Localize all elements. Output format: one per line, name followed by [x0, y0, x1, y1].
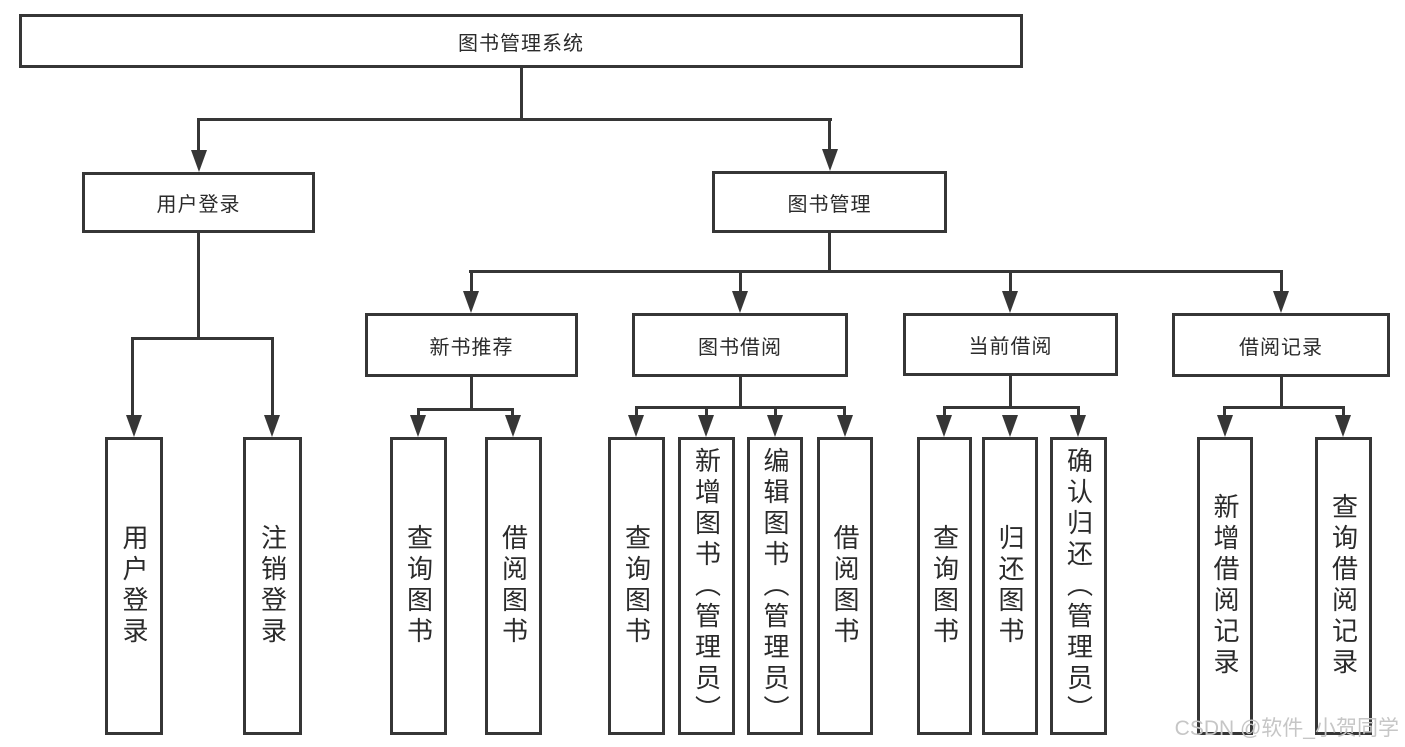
connector-segment — [739, 270, 742, 293]
leaf-query-books-borrowing: 查询图书 — [608, 437, 665, 735]
leaf-return-book-label: 归还图书 — [995, 524, 1025, 648]
leaf-borrow-books-borrowing-label: 借阅图书 — [830, 524, 860, 648]
arrow-down-icon — [1217, 415, 1233, 437]
leaf-user-login-label: 用户登录 — [119, 524, 149, 648]
arrow-down-icon — [936, 415, 952, 437]
leaf-query-books-current: 查询图书 — [917, 437, 972, 735]
csdn-watermark: CSDN @软件_小贺同学 — [1174, 717, 1399, 740]
connector-segment — [1342, 406, 1345, 416]
arrow-down-icon — [1002, 415, 1018, 437]
connector-segment — [197, 233, 200, 337]
leaf-query-borrow-record-label: 查询借阅记录 — [1328, 493, 1359, 679]
connector-segment — [511, 408, 514, 418]
leaf-confirm-return-admin-label: 确认归还（管理员） — [1063, 446, 1094, 726]
node-new-book-recommend: 新书推荐 — [365, 313, 578, 377]
leaf-edit-book-admin: 编辑图书（管理员） — [747, 437, 803, 735]
connector-segment — [1223, 406, 1345, 409]
arrow-down-icon — [837, 415, 853, 437]
arrow-down-icon — [1070, 415, 1086, 437]
connector-segment — [1280, 377, 1283, 406]
arrow-down-icon — [628, 415, 644, 437]
leaf-borrow-books-recommend-label: 借阅图书 — [498, 524, 529, 648]
connector-segment — [469, 270, 1282, 273]
connector-segment — [705, 406, 708, 416]
leaf-user-login: 用户登录 — [105, 437, 163, 735]
arrow-down-icon — [1273, 291, 1289, 313]
node-borrowing-records: 借阅记录 — [1172, 313, 1390, 377]
leaf-borrow-books-borrowing: 借阅图书 — [817, 437, 873, 735]
connector-segment — [943, 406, 1080, 409]
leaf-logout-label: 注销登录 — [257, 524, 288, 648]
arrow-down-icon — [264, 415, 280, 437]
connector-segment — [635, 406, 846, 409]
connector-segment — [131, 337, 134, 417]
node-root: 图书管理系统 — [19, 14, 1023, 68]
node-current-borrowing-label: 当前借阅 — [968, 336, 1053, 358]
connector-segment — [131, 337, 274, 340]
leaf-add-book-admin-label: 新增图书（管理员） — [691, 446, 722, 726]
connector-segment — [1009, 376, 1012, 406]
connector-segment — [774, 406, 777, 416]
leaf-query-books-recommend: 查询图书 — [390, 437, 447, 735]
arrow-down-icon — [463, 291, 479, 313]
leaf-add-borrow-record-label: 新增借阅记录 — [1210, 493, 1240, 679]
leaf-query-books-current-label: 查询图书 — [929, 524, 960, 648]
connector-segment — [1009, 270, 1012, 293]
connector-segment — [417, 408, 420, 418]
connector-segment — [828, 233, 831, 270]
leaf-query-books-recommend-label: 查询图书 — [403, 524, 434, 648]
leaf-return-book: 归还图书 — [982, 437, 1038, 735]
node-book-management: 图书管理 — [712, 171, 947, 233]
arrow-down-icon — [410, 415, 426, 437]
connector-segment — [843, 406, 846, 416]
node-borrowing-records-label: 借阅记录 — [1239, 336, 1323, 359]
arrow-down-icon — [767, 415, 783, 437]
leaf-edit-book-admin-label: 编辑图书（管理员） — [760, 446, 790, 726]
node-book-borrowing: 图书借阅 — [632, 313, 848, 377]
leaf-logout: 注销登录 — [243, 437, 302, 735]
arrow-down-icon — [191, 150, 207, 172]
node-user-login: 用户登录 — [82, 172, 315, 233]
connector-segment — [828, 118, 831, 151]
connector-segment — [1223, 406, 1226, 416]
arrow-down-icon — [505, 415, 521, 437]
leaf-borrow-books-recommend: 借阅图书 — [485, 437, 542, 735]
node-root-label: 图书管理系统 — [458, 32, 584, 55]
connector-segment — [635, 406, 638, 416]
arrow-down-icon — [822, 149, 838, 171]
connector-segment — [470, 270, 473, 293]
arrow-down-icon — [698, 415, 714, 437]
node-user-login-label: 用户登录 — [156, 194, 241, 216]
node-book-management-label: 图书管理 — [787, 193, 872, 216]
arrow-down-icon — [1002, 291, 1018, 313]
connector-segment — [943, 406, 946, 416]
leaf-query-books-borrowing-label: 查询图书 — [621, 524, 652, 648]
connector-segment — [271, 337, 274, 417]
connector-segment — [1077, 406, 1080, 416]
leaf-add-book-admin: 新增图书（管理员） — [678, 437, 735, 735]
connector-segment — [470, 377, 473, 408]
connector-segment — [417, 408, 514, 411]
connector-segment — [739, 374, 742, 406]
connector-segment — [197, 118, 832, 121]
arrow-down-icon — [1335, 415, 1351, 437]
node-current-borrowing: 当前借阅 — [903, 313, 1118, 376]
node-book-borrowing-label: 图书借阅 — [698, 336, 782, 359]
connector-segment — [520, 68, 523, 118]
leaf-query-borrow-record: 查询借阅记录 — [1315, 437, 1372, 735]
arrow-down-icon — [732, 291, 748, 313]
arrow-down-icon — [126, 415, 142, 437]
connector-segment — [197, 118, 200, 152]
connector-segment — [1280, 270, 1283, 293]
leaf-confirm-return-admin: 确认归还（管理员） — [1050, 437, 1107, 735]
leaf-add-borrow-record: 新增借阅记录 — [1197, 437, 1253, 735]
node-new-book-recommend-label: 新书推荐 — [429, 336, 514, 359]
